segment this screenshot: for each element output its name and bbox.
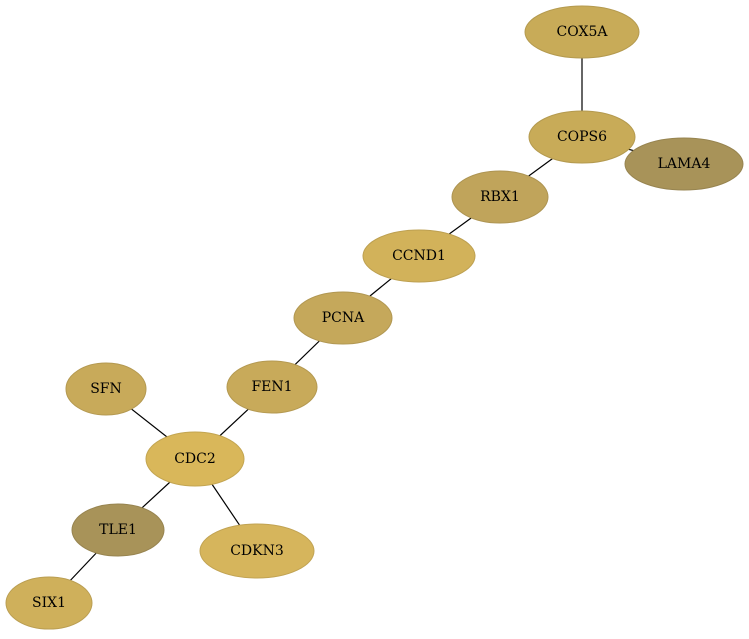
node-ellipse bbox=[65, 362, 147, 416]
node-fen1[interactable]: FEN1 bbox=[226, 360, 318, 414]
node-sfn[interactable]: SFN bbox=[65, 362, 147, 416]
node-tle1[interactable]: TLE1 bbox=[71, 503, 165, 557]
node-label: FEN1 bbox=[251, 379, 292, 395]
node-ellipse bbox=[624, 137, 744, 191]
node-ellipse bbox=[362, 229, 476, 283]
node-ellipse bbox=[71, 503, 165, 557]
node-label: SIX1 bbox=[32, 595, 66, 611]
node-label: CDC2 bbox=[174, 451, 216, 467]
node-ellipse bbox=[199, 523, 315, 579]
node-cdc2[interactable]: CDC2 bbox=[145, 431, 245, 487]
node-ellipse bbox=[226, 360, 318, 414]
node-ellipse bbox=[524, 5, 640, 59]
node-ellipse bbox=[451, 170, 549, 224]
node-ellipse bbox=[145, 431, 245, 487]
node-lama4[interactable]: LAMA4 bbox=[624, 137, 744, 191]
node-cops6[interactable]: COPS6 bbox=[528, 110, 636, 164]
node-label: PCNA bbox=[322, 310, 365, 326]
node-pcna[interactable]: PCNA bbox=[293, 291, 393, 345]
node-label: COPS6 bbox=[557, 129, 607, 145]
node-cox5a[interactable]: COX5A bbox=[524, 5, 640, 59]
node-ccnd1[interactable]: CCND1 bbox=[362, 229, 476, 283]
node-label: COX5A bbox=[557, 24, 609, 40]
node-label: TLE1 bbox=[99, 522, 137, 538]
node-ellipse bbox=[293, 291, 393, 345]
node-rbx1[interactable]: RBX1 bbox=[451, 170, 549, 224]
node-label: SFN bbox=[90, 381, 122, 397]
node-label: CCND1 bbox=[392, 248, 446, 264]
node-label: RBX1 bbox=[480, 189, 520, 205]
node-six1[interactable]: SIX1 bbox=[5, 576, 93, 630]
node-label: LAMA4 bbox=[658, 156, 711, 172]
node-cdkn3[interactable]: CDKN3 bbox=[199, 523, 315, 579]
node-ellipse bbox=[528, 110, 636, 164]
node-ellipse bbox=[5, 576, 93, 630]
node-label: CDKN3 bbox=[230, 543, 284, 559]
